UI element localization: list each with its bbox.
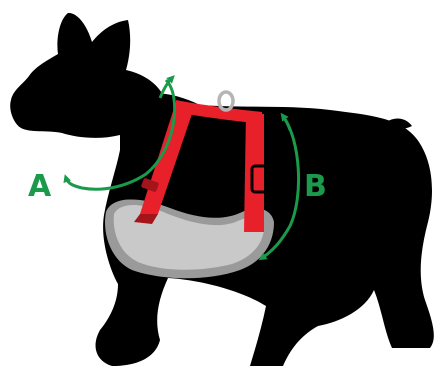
label-a: A <box>28 169 52 204</box>
label-b: B <box>304 169 327 204</box>
chest-strap <box>244 112 264 232</box>
dog-silhouette-icon <box>10 13 434 366</box>
